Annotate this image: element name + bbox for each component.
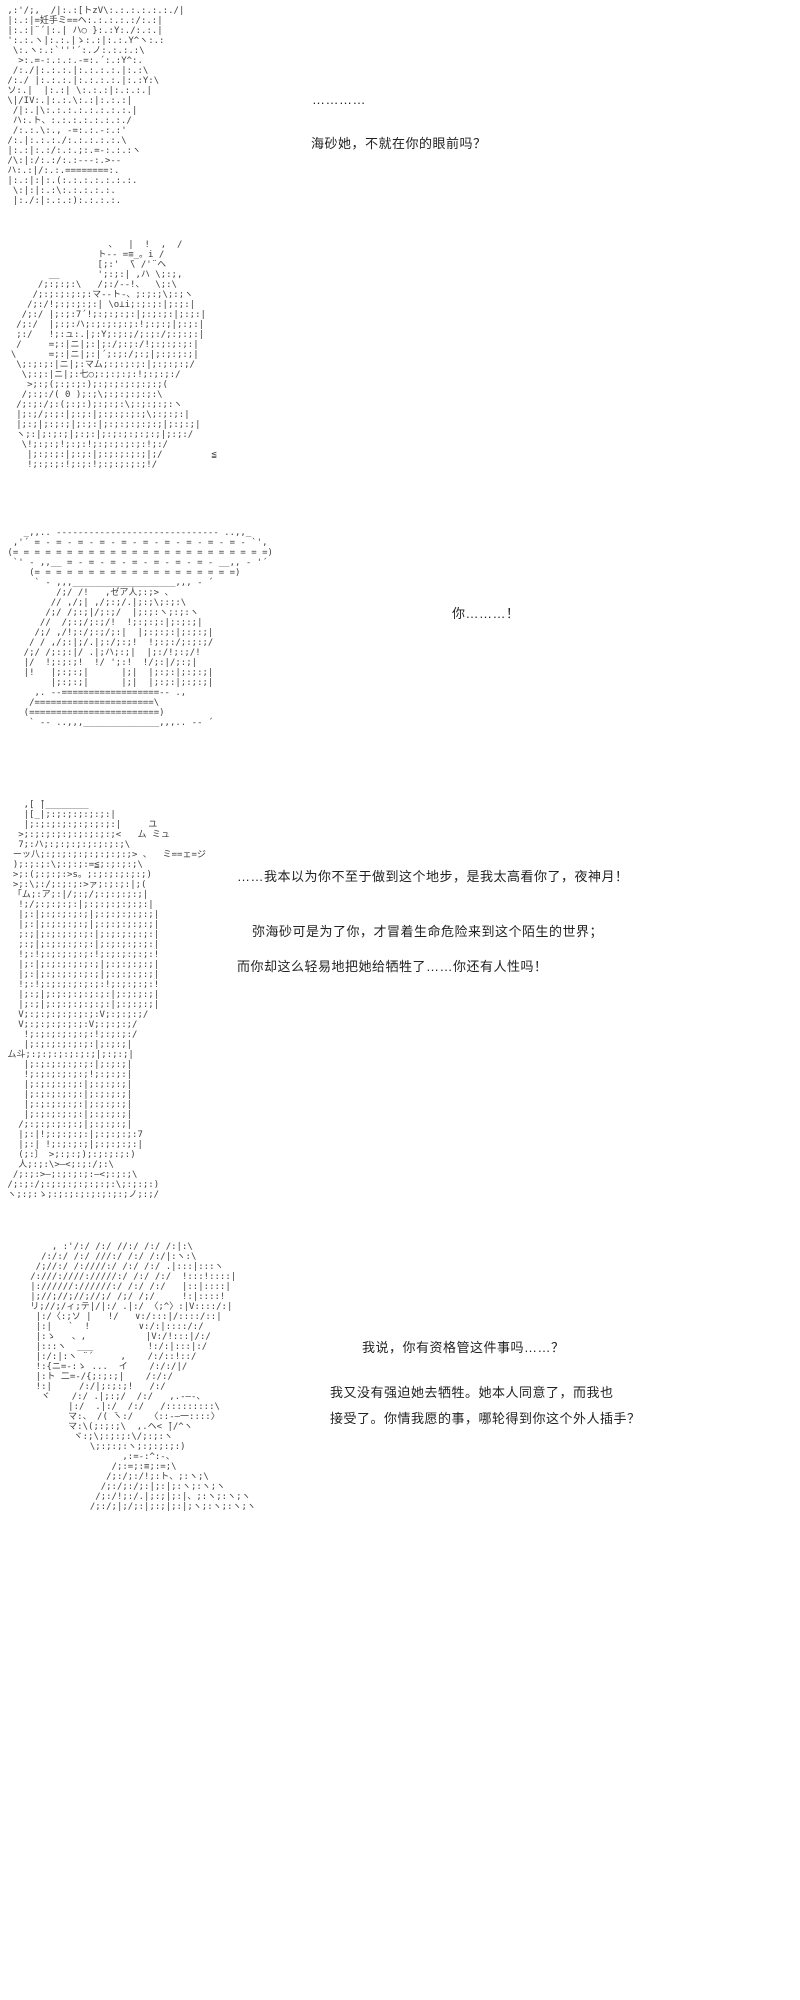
dialogue-line-you-exclaim: 你………！	[452, 606, 520, 621]
dialogue-line-sacrificed-her: 而你却这么轻易地把她给牺牲了……你还有人性吗！	[237, 959, 548, 974]
dialogue-line-outsider: 接受了。你情我愿的事，哪轮得到你这个外人插手？	[330, 1411, 641, 1426]
ascii-art-panel-5: , :'/:/ /:/ //:/ /:/ /:|:\ /:/:/ /:/ ///…	[30, 1242, 256, 1512]
ascii-art-panel-1: ,:'/;, /|:.:[トzV\:.:.:.:.:.:./| |:.:|=妊手…	[7, 6, 185, 206]
ascii-art-panel-3: _,,.. --‐‐‐‐‐‐‐‐‐‐‐‐‐‐‐‐‐‐‐‐‐‐‐‐‐‐-- ..,…	[7, 528, 273, 728]
dialogue-line-no-force: 我又没有强迫她去牺牲。她本人同意了，而我也	[330, 1385, 614, 1400]
dialogue-line-misa-in-front: 海砂她，不就在你的眼前吗？	[311, 136, 487, 151]
dialogue-line-ellipsis: …………	[312, 92, 366, 107]
ascii-art-panel-4: ,[ ̄|________ |[_|;:;:;:;:;:;:| |;:;:;:;…	[7, 800, 206, 1200]
dialogue-line-overestimated-you: ……我本以为你不至于做到这个地步，是我太高看你了，夜神月！	[237, 869, 629, 884]
ascii-art-panel-2: 、 | ! , / ト-- =≡_。i / [;:' ̄\ /'¨ヘ __ ';…	[10, 240, 217, 470]
dialogue-line-what-right: 我说，你有资格管这件事吗……？	[362, 1340, 565, 1355]
dialogue-line-misa-risked-life: 弥海砂可是为了你，才冒着生命危险来到这个陌生的世界；	[252, 924, 604, 939]
